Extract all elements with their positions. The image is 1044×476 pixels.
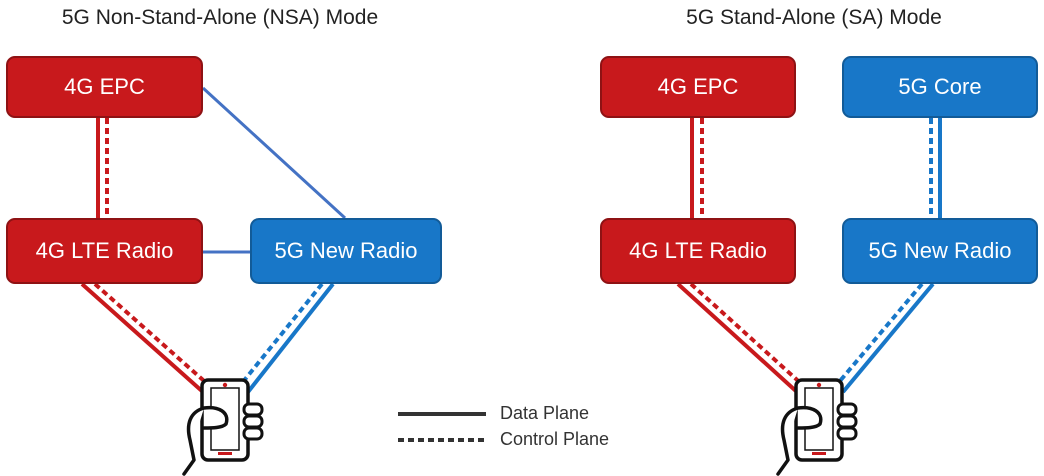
nsa-nr-device-control-line xyxy=(236,282,324,390)
sa-nr-device-control-line xyxy=(832,282,924,390)
sa-lte-device-control-line xyxy=(689,282,808,390)
legend-control-plane-label: Control Plane xyxy=(500,429,610,449)
sa-lte-device-data-line xyxy=(676,282,799,394)
nsa-nr-device-data-line xyxy=(246,282,335,394)
sa-5g-new-radio-node: 5G New Radio xyxy=(842,218,1038,284)
nsa-4g-epc-node: 4G EPC xyxy=(6,56,203,118)
nsa-4g-lte-radio-node: 4G LTE Radio xyxy=(6,218,203,284)
sa-4g-epc-node: 4G EPC xyxy=(600,56,796,118)
legend-data-plane-label: Data Plane xyxy=(500,403,590,423)
sa-nr-device-data-line xyxy=(841,282,935,394)
nsa-panel-title: 5G Non-Stand-Alone (NSA) Mode xyxy=(61,6,379,29)
nsa-lte-device-data-line xyxy=(80,282,205,394)
sa-panel-title: 5G Stand-Alone (SA) Mode xyxy=(686,6,942,29)
sa-device-phone-icon xyxy=(776,378,858,476)
nsa-epc-nr-data-line xyxy=(201,86,347,220)
sa-5g-core-node: 5G Core xyxy=(842,56,1038,118)
nsa-device-phone-icon xyxy=(182,378,264,476)
sa-4g-lte-radio-node: 4G LTE Radio xyxy=(600,218,796,284)
nsa-5g-new-radio-node: 5G New Radio xyxy=(250,218,442,284)
nsa-lte-device-control-line xyxy=(93,282,214,390)
